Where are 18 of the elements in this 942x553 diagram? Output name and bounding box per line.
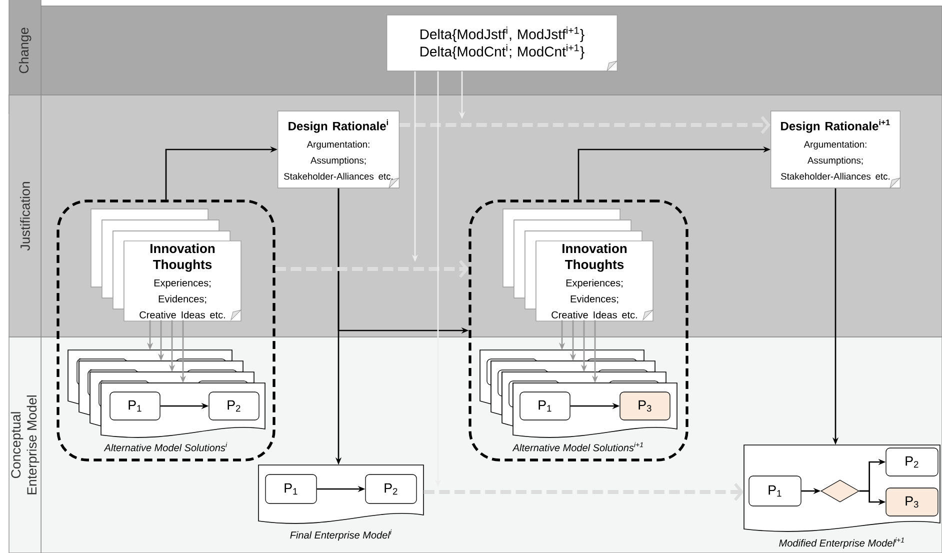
process-box: P$_{2}$ xyxy=(208,392,260,420)
flow-arrow xyxy=(400,116,770,134)
flow-arrow xyxy=(275,260,469,278)
node-label: Modified Enterprise Model$^{i+1}$ xyxy=(779,537,904,549)
process-box: P$_{1}$ xyxy=(110,392,160,420)
process-box: P$_{2}$ xyxy=(365,474,417,504)
lane-header: Conceptual Enterprise Model xyxy=(8,336,42,553)
node-label: Final Enterprise Model$^{i}$ xyxy=(290,529,392,541)
process-box: P$_{3}$ xyxy=(886,488,938,516)
process-box: P$_{1}$ xyxy=(520,392,570,420)
note-stack: Innovation Thoughts Experiences; Evidences; Creative Ideas etc. xyxy=(90,208,242,322)
process-box: P$_{3}$ xyxy=(620,392,670,420)
flow-arrow xyxy=(424,483,744,501)
process-box: P$_{1}$ xyxy=(265,474,317,504)
process-box: P$_{2}$ xyxy=(886,448,938,476)
process-box: P$_{1}$ xyxy=(748,476,802,506)
note-stack: Innovation Thoughts Experiences; Evidences; Creative Ideas etc. xyxy=(502,208,654,322)
lane-header: Justification xyxy=(8,94,42,338)
